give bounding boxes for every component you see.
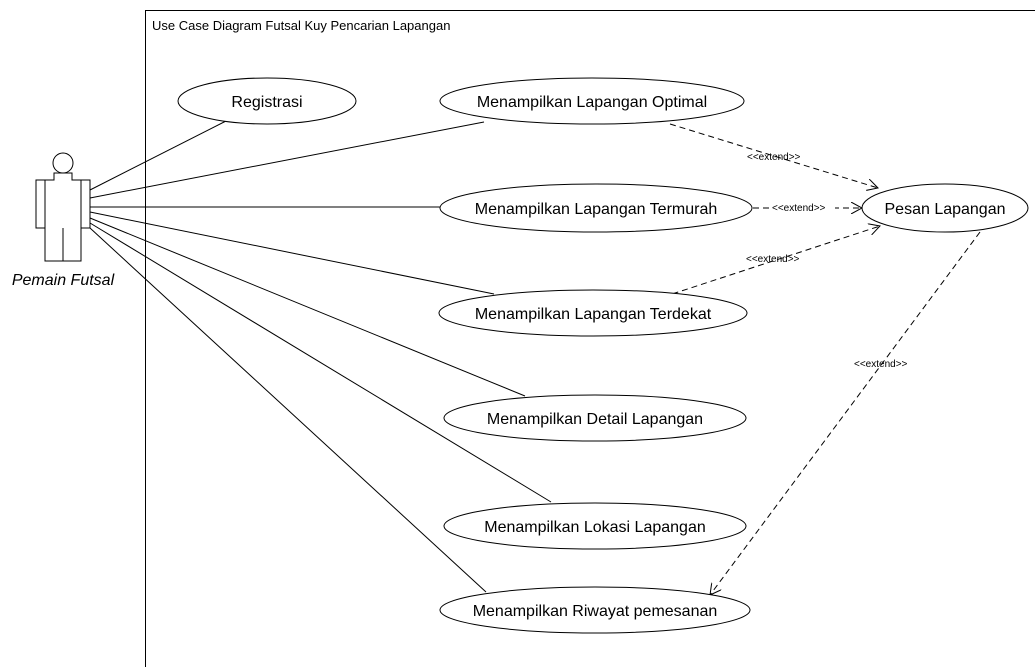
use-case-label: Menampilkan Riwayat pemesanan	[473, 603, 718, 620]
extend-pesan-riwayat	[710, 231, 981, 595]
extend-terdekat-pesan	[662, 226, 880, 298]
system-boundary	[145, 10, 1035, 667]
extend-label-riwayat: <<extend>>	[854, 359, 908, 370]
use-case-label: Menampilkan Lapangan Terdekat	[475, 306, 712, 323]
actor-label: Pemain Futsal	[12, 272, 115, 289]
association-riwayat	[89, 227, 487, 593]
association-detail	[89, 217, 526, 397]
actor-pemain-futsal: Pemain Futsal	[12, 152, 115, 289]
association-registrasi	[89, 119, 229, 191]
use-case-riwayat: Menampilkan Riwayat pemesanan	[439, 586, 751, 634]
use-case-optimal: Menampilkan Lapangan Optimal	[439, 77, 745, 125]
use-case-registrasi: Registrasi	[177, 77, 357, 125]
extend-label-termurah: <<extend>>	[772, 203, 826, 214]
use-case-lokasi: Menampilkan Lokasi Lapangan	[443, 502, 747, 550]
actor-body-icon	[35, 172, 91, 262]
diagram-title: Use Case Diagram Futsal Kuy Pencarian La…	[152, 18, 450, 33]
use-case-label: Pesan Lapangan	[885, 201, 1006, 218]
extend-relations: <<extend>> <<extend>> <<extend>> <<exten…	[662, 123, 981, 595]
extend-label-bg	[769, 201, 835, 214]
use-case-label: Menampilkan Lapangan Optimal	[477, 94, 707, 111]
use-case-label: Menampilkan Detail Lapangan	[487, 411, 703, 428]
actor-head-icon	[52, 152, 74, 174]
use-case-label: Menampilkan Lapangan Termurah	[475, 201, 718, 218]
association-optimal	[89, 121, 485, 199]
association-terdekat	[89, 211, 495, 295]
extend-label-optimal: <<extend>>	[747, 152, 801, 163]
use-case-detail: Menampilkan Detail Lapangan	[443, 394, 747, 442]
use-case-label: Registrasi	[231, 94, 302, 111]
use-case-label: Menampilkan Lokasi Lapangan	[484, 519, 705, 536]
use-case-terdekat: Menampilkan Lapangan Terdekat	[438, 289, 748, 337]
extend-label-terdekat: <<extend>>	[746, 254, 800, 265]
association-lokasi	[89, 222, 552, 503]
use-case-pesan: Pesan Lapangan	[861, 183, 1029, 233]
use-case-termurah: Menampilkan Lapangan Termurah	[439, 183, 753, 233]
extend-optimal-pesan	[669, 123, 878, 188]
associations	[89, 119, 552, 593]
